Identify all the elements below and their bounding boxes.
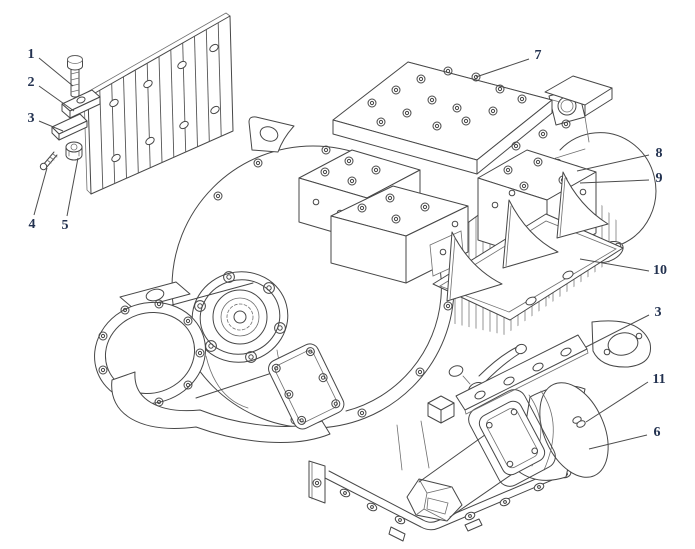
pan-tab bbox=[338, 487, 352, 499]
output-arm bbox=[591, 320, 652, 368]
pan-foot bbox=[388, 526, 406, 542]
inspection-cover bbox=[268, 343, 345, 430]
hub-pilot bbox=[212, 289, 268, 345]
ribbed-cover-plate bbox=[83, 12, 234, 195]
pan-foot bbox=[464, 518, 483, 532]
lever-link bbox=[462, 375, 471, 385]
callout-1-part-1: 1 bbox=[28, 47, 35, 62]
boss-sides bbox=[427, 402, 455, 424]
drain-plug bbox=[572, 416, 586, 428]
plate-rib bbox=[205, 29, 210, 142]
wedge-block bbox=[51, 113, 88, 141]
input-hub bbox=[191, 271, 316, 409]
bell-ribs bbox=[415, 478, 453, 522]
plate-rib bbox=[123, 76, 127, 179]
leader-line-part-2 bbox=[38, 85, 75, 112]
mount-flange bbox=[468, 389, 556, 487]
clamp-bracket bbox=[61, 89, 101, 119]
lock-nut bbox=[65, 141, 83, 161]
ear-edge bbox=[584, 116, 590, 143]
bell-port bbox=[426, 497, 449, 515]
strip-thickness bbox=[464, 348, 589, 415]
pan-tab bbox=[393, 514, 407, 526]
callout-5-part-5: 5 bbox=[62, 218, 69, 233]
callout-8-part-9: 9 bbox=[656, 171, 663, 186]
leader-line-part-10 bbox=[579, 258, 650, 272]
gusset bbox=[502, 199, 559, 269]
suction-bell bbox=[406, 478, 463, 522]
right-bracket-side bbox=[584, 87, 613, 117]
leader-line-part-4 bbox=[33, 167, 48, 216]
boss-top bbox=[427, 395, 455, 411]
hub-flange-inner bbox=[199, 279, 281, 355]
plate-rib bbox=[158, 56, 163, 163]
adapter-inner bbox=[486, 407, 538, 469]
arm-boss bbox=[607, 332, 639, 356]
callout-3-part-3: 3 bbox=[28, 111, 35, 126]
pump-face-inner bbox=[104, 311, 196, 395]
callout-7-part-8: 8 bbox=[656, 146, 663, 161]
clamp-hardware bbox=[39, 55, 101, 171]
bolt bbox=[538, 129, 548, 139]
gusset bbox=[556, 171, 609, 239]
callout-layer: 1 2 3 4 5 7 8 9 10 3 11 6 bbox=[28, 47, 667, 450]
gusset-shelf bbox=[432, 171, 624, 321]
suction-pipe bbox=[111, 371, 331, 443]
leader-line-part-9 bbox=[579, 179, 650, 184]
pan-flange-inner bbox=[328, 457, 586, 523]
callout-11-part-11: 11 bbox=[652, 372, 665, 387]
drum-end-face bbox=[539, 382, 609, 478]
cone-tube bbox=[418, 431, 522, 518]
lever-ring bbox=[448, 365, 464, 377]
arm-body bbox=[591, 320, 652, 368]
mounting-bolt bbox=[67, 55, 83, 98]
pan-left-bracket bbox=[308, 460, 326, 504]
leader-line-part-7 bbox=[475, 58, 530, 78]
hub-pilot-inner bbox=[220, 297, 260, 337]
hub-spline bbox=[226, 303, 254, 331]
lug-hole bbox=[259, 126, 279, 142]
lifting-ear-hole-inner bbox=[560, 99, 574, 113]
hub-center bbox=[233, 310, 247, 324]
adapter-plate bbox=[478, 400, 546, 476]
plate-rib bbox=[99, 90, 104, 189]
gusset-edges bbox=[449, 177, 566, 300]
bolt bbox=[511, 141, 521, 151]
leader-line-part-3 bbox=[38, 120, 64, 132]
leader-line-part-11 bbox=[585, 381, 649, 423]
top-plate-face bbox=[332, 61, 553, 161]
callout-4-part-4: 4 bbox=[29, 217, 36, 232]
mounting-strip bbox=[455, 334, 589, 415]
oil-pan bbox=[308, 457, 591, 542]
cover-plate bbox=[268, 343, 345, 430]
strip-face bbox=[455, 334, 588, 411]
pump-body-lines bbox=[171, 282, 279, 399]
small-screw bbox=[39, 151, 58, 171]
leader-line-part-5 bbox=[66, 157, 79, 217]
lever-end bbox=[515, 343, 527, 355]
leader-line-part-3 bbox=[585, 314, 650, 348]
plate-rib bbox=[170, 49, 175, 158]
leader-line-part-1 bbox=[38, 57, 74, 87]
gusset bbox=[446, 231, 503, 302]
callout-10-part-3: 3 bbox=[655, 305, 662, 320]
plate-rib bbox=[194, 36, 198, 147]
callout-12-part-6: 6 bbox=[654, 425, 661, 440]
top-plate-right bbox=[476, 99, 553, 175]
leader-line-part-6 bbox=[588, 434, 648, 450]
plate-rib bbox=[134, 69, 139, 174]
callout-9-part-10: 10 bbox=[653, 263, 667, 278]
plate-rib bbox=[217, 22, 222, 137]
leader-line-part-8 bbox=[576, 154, 650, 172]
plate-ribs bbox=[99, 22, 222, 189]
lower-body bbox=[396, 395, 455, 471]
pan-flange-outer bbox=[324, 463, 591, 531]
callout-6-part-7: 7 bbox=[535, 48, 542, 63]
pan-tab bbox=[463, 510, 477, 522]
drum-mount bbox=[468, 389, 556, 487]
callout-2-part-2: 2 bbox=[28, 75, 35, 90]
pan-tab bbox=[365, 501, 379, 513]
body-edges bbox=[396, 420, 430, 471]
